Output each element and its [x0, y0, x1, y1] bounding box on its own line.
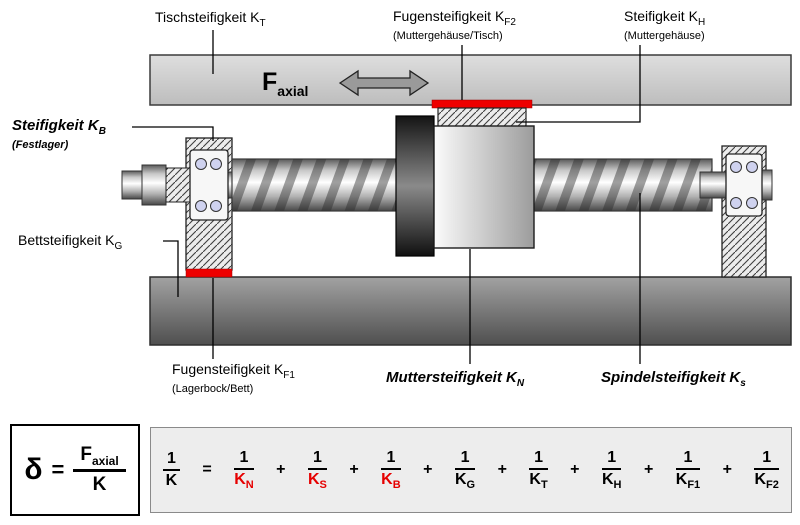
machine-diagram: [121, 30, 792, 364]
joint-highlight-bed: [185, 268, 233, 278]
label-steifigkeit-kh: Steifigkeit KH (Muttergehäuse): [624, 8, 706, 42]
label-muttersteifigkeit: Muttersteifigkeit KN: [386, 369, 525, 389]
fraction-kg: 1 KG: [454, 448, 476, 492]
delta-symbol: δ: [24, 453, 43, 486]
fraction-kn: 1 KN: [234, 448, 254, 492]
fraction-kh: 1 KH: [601, 448, 622, 492]
label-steifigkeit-kb-festlager: Steifigkeit KB (Festlager): [12, 117, 106, 151]
equals-sign: =: [202, 461, 212, 478]
stiffness-sum-formula-box: 1 K = 1 KN + 1 KS + 1 KB + 1 KG + 1 KT +: [150, 427, 792, 513]
fixed-bearing: [189, 149, 229, 221]
plus-sign: +: [570, 461, 580, 478]
fraction-kb: 1 KB: [381, 448, 401, 492]
shaft-journal: [121, 170, 145, 200]
axial-force-arrow-icon: [338, 69, 430, 97]
plus-sign: +: [497, 461, 507, 478]
plus-sign: +: [643, 461, 654, 478]
plus-sign: +: [722, 461, 732, 478]
joint-highlight-table: [431, 99, 533, 109]
force-over-stiffness-fraction: Faxial K: [73, 444, 126, 497]
plus-sign: +: [349, 461, 359, 478]
shaft-end-cap: [761, 169, 773, 201]
fraction-kf1: 1 KF1: [675, 448, 701, 492]
fraction-kf2: 1 KF2: [754, 448, 779, 492]
plus-sign: +: [276, 461, 286, 478]
label-tischsteifigkeit: Tischsteifigkeit KT: [155, 9, 266, 29]
plus-sign: +: [423, 461, 433, 478]
equals-sign: =: [51, 457, 65, 482]
lock-nut: [165, 167, 191, 203]
deflection-formula-box: δ = Faxial K: [10, 424, 140, 516]
label-axial-force: Faxial: [262, 68, 309, 99]
floating-bearing: [725, 153, 763, 217]
nut-body: [433, 125, 535, 249]
nut-flange: [395, 115, 435, 257]
leader-lines: [132, 30, 641, 364]
fraction-total: 1 K: [163, 450, 180, 490]
label-fugensteifigkeit-kf2: Fugensteifigkeit KF2 (Muttergehäuse/Tisc…: [393, 8, 516, 42]
fraction-ks: 1 KS: [307, 448, 327, 492]
shaft-collar: [141, 164, 167, 206]
label-spindelsteifigkeit: Spindelsteifigkeit Ks: [601, 369, 746, 389]
table-bar: [149, 54, 792, 106]
fraction-kt: 1 KT: [529, 448, 548, 492]
label-fugensteifigkeit-kf1: Fugensteifigkeit KF1 (Lagerbock/Bett): [172, 361, 295, 395]
label-bettsteifigkeit: Bettsteifigkeit KG: [18, 232, 123, 252]
